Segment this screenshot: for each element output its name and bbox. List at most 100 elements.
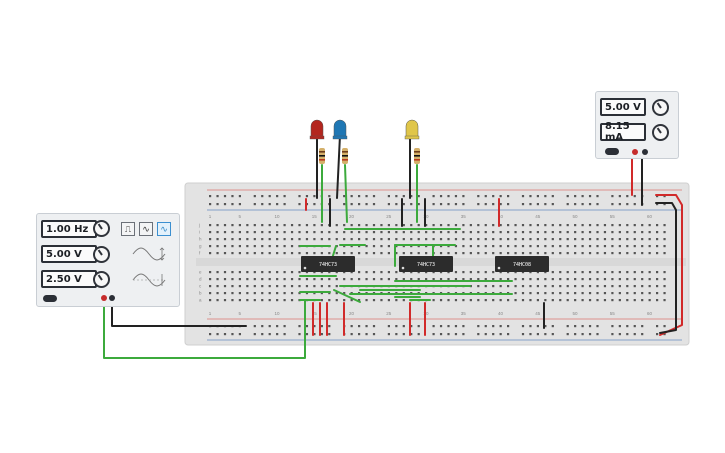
terminal-hole[interactable] bbox=[209, 231, 212, 234]
terminal-hole[interactable] bbox=[566, 271, 569, 274]
terminal-hole[interactable] bbox=[462, 299, 465, 302]
terminal-hole[interactable] bbox=[454, 238, 458, 241]
terminal-hole[interactable] bbox=[656, 278, 659, 281]
rail-hole[interactable] bbox=[402, 333, 405, 336]
terminal-hole[interactable] bbox=[365, 271, 368, 274]
red-led[interactable] bbox=[310, 119, 324, 139]
rail-hole[interactable] bbox=[350, 195, 353, 198]
terminal-hole[interactable] bbox=[581, 292, 584, 295]
terminal-hole[interactable] bbox=[395, 238, 398, 241]
rail-hole[interactable] bbox=[536, 195, 539, 198]
terminal-hole[interactable] bbox=[425, 238, 428, 241]
terminal-hole[interactable] bbox=[350, 271, 353, 274]
rail-hole[interactable] bbox=[365, 203, 368, 206]
terminal-hole[interactable] bbox=[365, 231, 368, 234]
terminal-hole[interactable] bbox=[514, 231, 517, 234]
terminal-hole[interactable] bbox=[350, 299, 353, 302]
terminal-hole[interactable] bbox=[387, 271, 390, 274]
terminal-hole[interactable] bbox=[395, 299, 398, 302]
rail-hole[interactable] bbox=[432, 325, 435, 328]
terminal-hole[interactable] bbox=[216, 252, 219, 255]
terminal-hole[interactable] bbox=[611, 271, 614, 274]
terminal-hole[interactable] bbox=[477, 238, 480, 241]
terminal-hole[interactable] bbox=[380, 252, 383, 255]
terminal-hole[interactable] bbox=[507, 285, 510, 288]
rail-hole[interactable] bbox=[536, 325, 539, 328]
terminal-hole[interactable] bbox=[648, 238, 651, 241]
terminal-hole[interactable] bbox=[253, 292, 256, 295]
terminal-hole[interactable] bbox=[402, 238, 405, 241]
terminal-hole[interactable] bbox=[603, 231, 607, 234]
terminal-hole[interactable] bbox=[603, 278, 607, 281]
rail-hole[interactable] bbox=[663, 333, 666, 336]
terminal-hole[interactable] bbox=[566, 252, 569, 255]
terminal-hole[interactable] bbox=[648, 299, 651, 302]
terminal-hole[interactable] bbox=[402, 224, 405, 227]
terminal-hole[interactable] bbox=[536, 299, 539, 302]
terminal-hole[interactable] bbox=[447, 245, 450, 248]
terminal-hole[interactable] bbox=[462, 271, 465, 274]
terminal-hole[interactable] bbox=[566, 245, 569, 248]
terminal-hole[interactable] bbox=[536, 238, 539, 241]
terminal-hole[interactable] bbox=[656, 224, 659, 227]
terminal-hole[interactable] bbox=[544, 278, 547, 281]
terminal-hole[interactable] bbox=[484, 285, 487, 288]
terminal-hole[interactable] bbox=[209, 245, 212, 248]
terminal-hole[interactable] bbox=[313, 278, 316, 281]
rail-hole[interactable] bbox=[343, 195, 346, 198]
terminal-hole[interactable] bbox=[626, 271, 629, 274]
rail-hole[interactable] bbox=[238, 333, 241, 336]
rail-hole[interactable] bbox=[231, 195, 234, 198]
terminal-hole[interactable] bbox=[633, 231, 636, 234]
terminal-hole[interactable] bbox=[283, 292, 286, 295]
terminal-hole[interactable] bbox=[365, 224, 368, 227]
terminal-hole[interactable] bbox=[551, 271, 554, 274]
terminal-hole[interactable] bbox=[238, 278, 241, 281]
terminal-hole[interactable] bbox=[581, 285, 584, 288]
rail-hole[interactable] bbox=[574, 203, 577, 206]
terminal-hole[interactable] bbox=[253, 271, 256, 274]
rail-hole[interactable] bbox=[521, 333, 525, 336]
terminal-hole[interactable] bbox=[372, 224, 376, 227]
rail-hole[interactable] bbox=[447, 333, 450, 336]
terminal-hole[interactable] bbox=[395, 278, 398, 281]
rail-hole[interactable] bbox=[484, 195, 487, 198]
rail-hole[interactable] bbox=[544, 333, 547, 336]
terminal-hole[interactable] bbox=[343, 238, 346, 241]
terminal-hole[interactable] bbox=[618, 231, 621, 234]
terminal-hole[interactable] bbox=[551, 238, 554, 241]
terminal-hole[interactable] bbox=[402, 278, 405, 281]
terminal-hole[interactable] bbox=[529, 292, 532, 295]
rail-hole[interactable] bbox=[536, 203, 539, 206]
rail-hole[interactable] bbox=[663, 203, 666, 206]
rail-hole[interactable] bbox=[395, 203, 398, 206]
terminal-hole[interactable] bbox=[283, 245, 286, 248]
terminal-hole[interactable] bbox=[507, 299, 510, 302]
rail-hole[interactable] bbox=[298, 333, 301, 336]
terminal-hole[interactable] bbox=[603, 285, 607, 288]
terminal-hole[interactable] bbox=[298, 238, 301, 241]
rail-hole[interactable] bbox=[432, 333, 435, 336]
terminal-hole[interactable] bbox=[574, 278, 577, 281]
terminal-hole[interactable] bbox=[477, 278, 480, 281]
terminal-hole[interactable] bbox=[290, 231, 294, 234]
rail-hole[interactable] bbox=[588, 203, 592, 206]
terminal-hole[interactable] bbox=[484, 299, 487, 302]
terminal-hole[interactable] bbox=[290, 245, 294, 248]
rail-hole[interactable] bbox=[298, 325, 301, 328]
rail-hole[interactable] bbox=[358, 325, 361, 328]
rail-hole[interactable] bbox=[544, 203, 547, 206]
terminal-hole[interactable] bbox=[328, 285, 331, 288]
rail-hole[interactable] bbox=[432, 203, 435, 206]
terminal-hole[interactable] bbox=[328, 292, 331, 295]
rail-hole[interactable] bbox=[320, 333, 323, 336]
rail-hole[interactable] bbox=[328, 195, 331, 198]
terminal-hole[interactable] bbox=[335, 238, 338, 241]
terminal-hole[interactable] bbox=[477, 299, 480, 302]
terminal-hole[interactable] bbox=[402, 271, 405, 274]
terminal-hole[interactable] bbox=[268, 224, 271, 227]
terminal-hole[interactable] bbox=[372, 271, 376, 274]
rail-hole[interactable] bbox=[261, 195, 264, 198]
terminal-hole[interactable] bbox=[425, 231, 428, 234]
terminal-hole[interactable] bbox=[290, 278, 294, 281]
